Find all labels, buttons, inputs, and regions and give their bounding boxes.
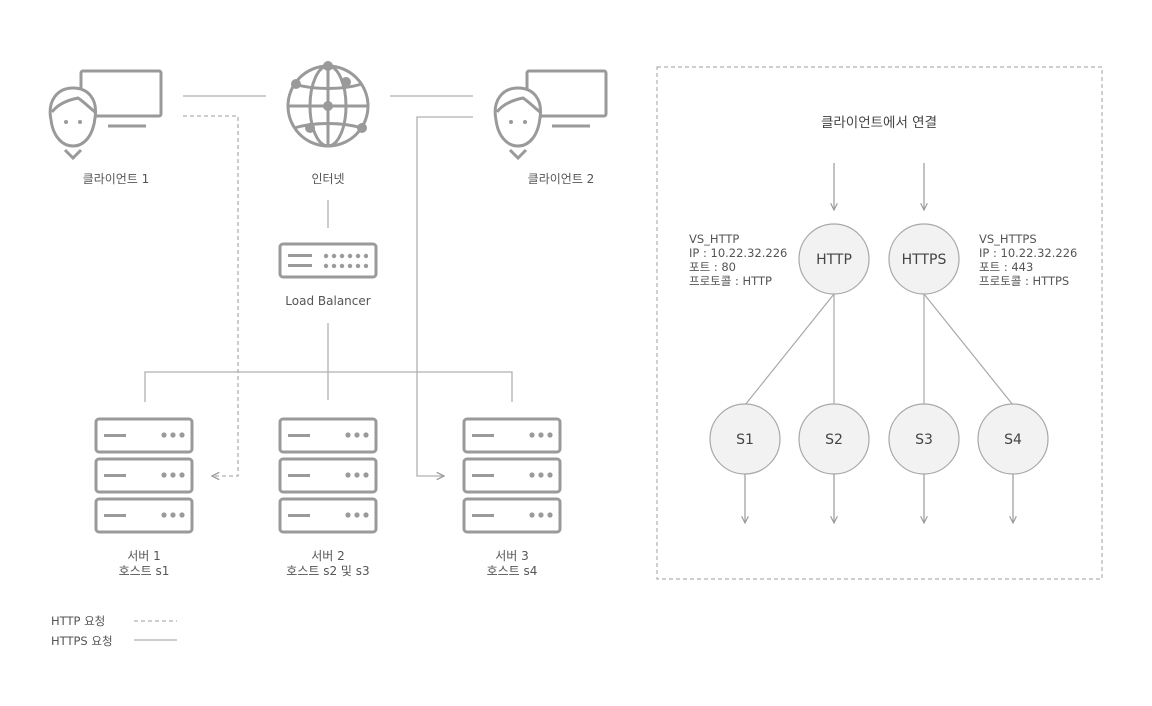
vs-http-port: 포트 : 80 [689,260,736,274]
vs-http-node [798,223,870,295]
vs-https-node [888,223,960,295]
vs-http-node-label: HTTP [816,252,852,268]
vs-https-info: VS_HTTPS IP : 10.22.32.226 포트 : 443 프로토콜… [979,232,1077,288]
server-2-icon [278,417,378,534]
client-1-label: 클라이언트 1 [83,172,150,186]
host-node-s1-label: S1 [736,432,754,448]
vs-http-protocol: 프로토콜 : HTTP [689,274,772,288]
client-2-label: 클라이언트 2 [528,172,595,186]
client-2-icon [493,69,608,161]
server-1-icon [94,417,194,534]
line-client1-server1-http [183,115,239,476]
legend-https-label: HTTPS 요청 [51,634,113,648]
server-2-hosts: 호스트 s2 및 s3 [286,564,369,578]
vs-panel-border [656,66,1103,580]
legend-http-label: HTTP 요청 [51,614,105,628]
legend: HTTP 요청 HTTPS 요청 [51,614,177,648]
host-node-s2-label: S2 [825,432,843,448]
vs-https-node-label: HTTPS [902,252,947,268]
client-1-face [64,120,82,124]
server-3-name: 서버 3 [495,549,529,563]
vs-https-port: 포트 : 443 [979,260,1033,274]
server-1-hosts: 호스트 s1 [119,564,170,578]
internet-label: 인터넷 [311,172,344,186]
server-3-hosts: 호스트 s4 [487,564,538,578]
client-1-icon [48,69,163,161]
host-outgoing-arrows [745,474,1013,523]
globe-nodes [291,61,367,133]
load-balancer-icon [278,242,378,279]
server-3-icon [462,417,562,534]
server-2-name: 서버 2 [311,549,345,563]
host-node-s4-label: S4 [1004,432,1022,448]
vs-http-info: VS_HTTP IP : 10.22.32.226 포트 : 80 프로토콜 :… [689,232,787,288]
vs-https-ip: IP : 10.22.32.226 [979,246,1077,260]
host-node-s3-label: S3 [915,432,933,448]
vs-panel-title: 클라이언트에서 연결 [821,115,937,131]
vs-https-name: VS_HTTPS [979,232,1037,246]
load-balancer-label: Load Balancer [285,294,370,308]
connection-lines [144,95,513,476]
vs-https-protocol: 프로토콜 : HTTPS [979,274,1069,288]
vs-http-ip: IP : 10.22.32.226 [689,246,787,260]
vs-http-name: VS_HTTP [689,232,739,246]
server-1-name: 서버 1 [127,549,161,563]
server-bus [144,371,513,402]
vs-tree-lines [744,293,1014,406]
client-2-face [509,120,527,124]
line-client2-server3 [416,116,473,476]
